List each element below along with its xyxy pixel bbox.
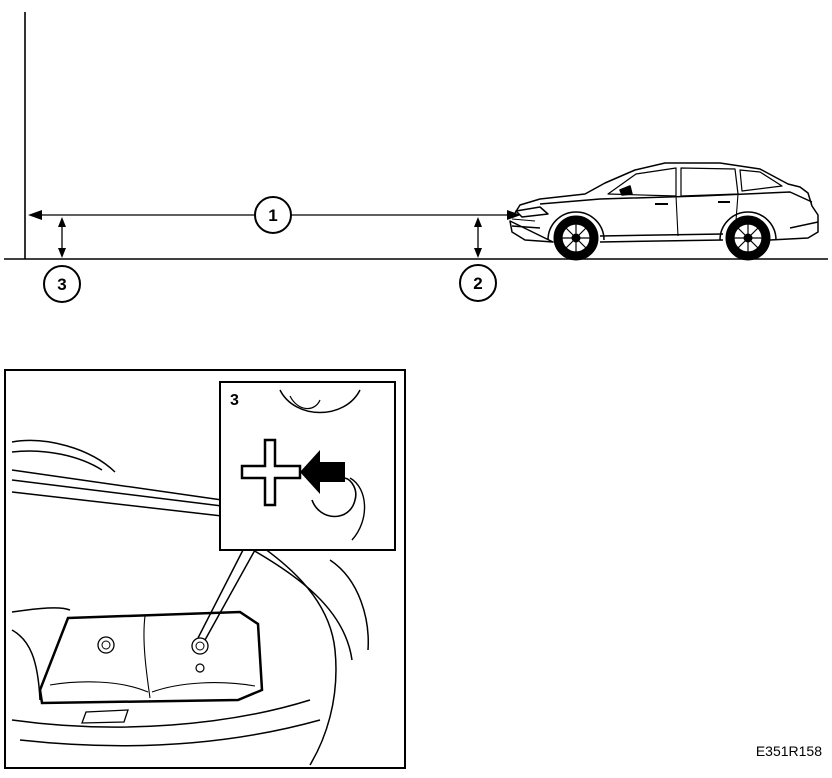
car-sill — [599, 233, 724, 237]
fender-curve-2 — [234, 539, 353, 661]
adjuster-screw-left — [97, 636, 115, 654]
windshield-curve-2 — [11, 450, 103, 471]
distance-arrow-head-left — [28, 210, 42, 220]
wall-height-arrow-bottom — [58, 248, 66, 258]
callout-1-label: 1 — [268, 206, 277, 225]
bumper-lower — [11, 699, 311, 728]
adjuster-screw-right — [191, 637, 209, 655]
inset-leader-left — [197, 549, 244, 639]
adjuster-socket-arc — [311, 477, 357, 518]
lamp-height-arrow-bottom — [474, 248, 482, 258]
callout-2: 2 — [459, 264, 497, 302]
car-front-arch — [547, 211, 605, 241]
adjuster-cross-icon — [240, 438, 302, 507]
distance-arrow-head-right — [507, 210, 521, 220]
callout-3-label: 3 — [57, 275, 66, 294]
adjuster-inset: 3 — [219, 381, 396, 551]
inset-upper-arc-2 — [289, 395, 321, 410]
lens-reflector-left — [49, 681, 149, 693]
car-door-line-front — [675, 195, 679, 237]
hood-line-2 — [11, 479, 223, 507]
headlamp-lens — [38, 610, 264, 705]
car-mirror — [619, 185, 633, 196]
inset-upper-arc — [279, 389, 361, 414]
windshield-curve — [11, 439, 116, 473]
bumper-lower-2 — [19, 719, 321, 747]
direction-arrow-icon — [300, 450, 345, 494]
car-rear-window — [680, 167, 739, 197]
car-windshield — [607, 167, 677, 197]
hood-line — [11, 469, 223, 501]
car-body — [509, 162, 819, 243]
reference-code: E351R158 — [756, 743, 822, 759]
adjuster-socket-arc-outer — [349, 477, 366, 541]
fender-curve — [219, 519, 337, 766]
car-grille — [511, 218, 536, 222]
lens-reflector-right — [151, 682, 256, 693]
wall-height-arrow-top — [58, 217, 66, 227]
car-quarter-window — [739, 169, 783, 192]
lamp-height-arrow-top — [474, 217, 482, 227]
car-front-wheel — [553, 215, 599, 261]
car-beltline — [539, 191, 813, 205]
inset-label: 3 — [230, 392, 239, 409]
lens-divider — [143, 615, 151, 699]
measurement-scene — [4, 12, 828, 260]
fender-swoop — [11, 607, 71, 613]
callout-1: 1 — [254, 196, 292, 234]
fog-lamp — [81, 709, 129, 724]
callout-3: 3 — [43, 265, 81, 303]
car-illustration — [509, 162, 819, 243]
car-rear-arch — [719, 211, 777, 241]
car-headlamp — [515, 206, 549, 218]
callout-2-label: 2 — [473, 274, 482, 293]
adjuster-screw-small — [195, 663, 205, 673]
car-rear-wheel — [725, 215, 771, 261]
front-end-closeup — [11, 439, 369, 766]
hood-edge — [11, 491, 223, 517]
inset-leader-right — [204, 549, 256, 641]
car-bumper — [511, 221, 819, 229]
wheel-arch-curve — [329, 559, 369, 651]
